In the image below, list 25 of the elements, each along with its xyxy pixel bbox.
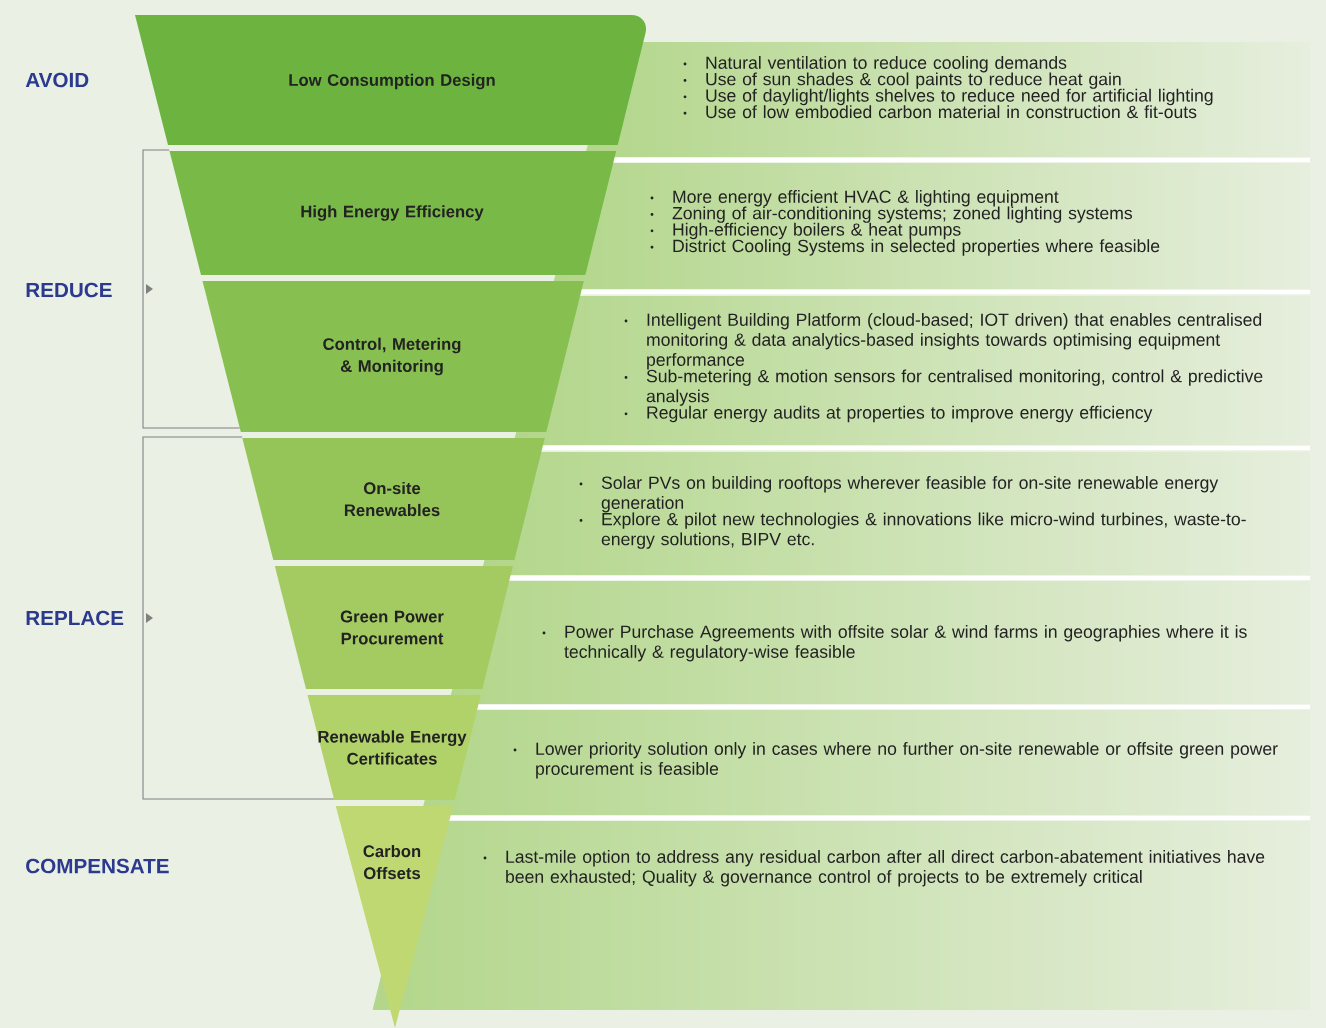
bullet-item: Natural ventilation to reduce cooling demands (683, 56, 1067, 73)
level-label: AVOID (25, 72, 89, 88)
bullet-item: Explore & pilot new technologies & innovations like micro-wind turbines, waste-to-energy solutions, BIPV etc. (579, 512, 1246, 549)
funnel-band: High Energy Efficiency (169, 151, 617, 275)
bullet-item: Use of sun shades & cool paints to reduce heat gain (683, 72, 1121, 89)
level-label: REDUCE (26, 282, 112, 298)
level-label: REPLACE (26, 610, 124, 626)
bullet-item: Sub-metering & motion sensors for centralised monitoring, control & predictive analysis (624, 369, 1263, 406)
level-label: COMPENSATE (26, 858, 169, 874)
funnel-band: Low Consumption Design (135, 15, 647, 145)
bullet-item: Intelligent Building Platform (cloud-based; IOT driven) that enables centralised monitoring & data analytics-based insights towards optimising equipment performance (624, 313, 1262, 370)
bullet-item: Lower priority solution only in cases where no further on-site renewable or offsite green power procurement is feasible (513, 742, 1278, 779)
bullet-item: High-efficiency boilers & heat pumps (650, 222, 961, 240)
bullet-item: Use of low embodied carbon material in construction & fit-outs (683, 105, 1197, 119)
bullet-item: District Cooling Systems in selected properties where feasible (650, 239, 1160, 256)
bullet-item: Power Purchase Agreements with offsite solar & wind farms in geographies where it is technically & regulatory-wise feasible (542, 625, 1247, 662)
bullet-item: Use of daylight/lights shelves to reduce need for artificial lighting (683, 88, 1213, 106)
bullet-item: Last-mile option to address any residual carbon after all direct carbon-abatement initiatives have been exhausted; Quality & governance control of projects to be extremely critical (483, 850, 1265, 887)
funnel-band: Green Power Procurement (274, 566, 513, 689)
funnel-band: Carbon Offsets (335, 806, 454, 1028)
funnel-band: Renewable Energy Certificates (307, 695, 481, 800)
bullet-item: Regular energy audits at properties to improve energy efficiency (624, 405, 1153, 423)
bullet-item: Zoning of air-conditioning systems; zoned lighting systems (650, 206, 1133, 223)
bullet-item: More energy efficient HVAC & lighting equipment (650, 190, 1059, 207)
bullet-item: Solar PVs on building rooftops wherever feasible for on-site renewable energy generation (579, 476, 1219, 513)
